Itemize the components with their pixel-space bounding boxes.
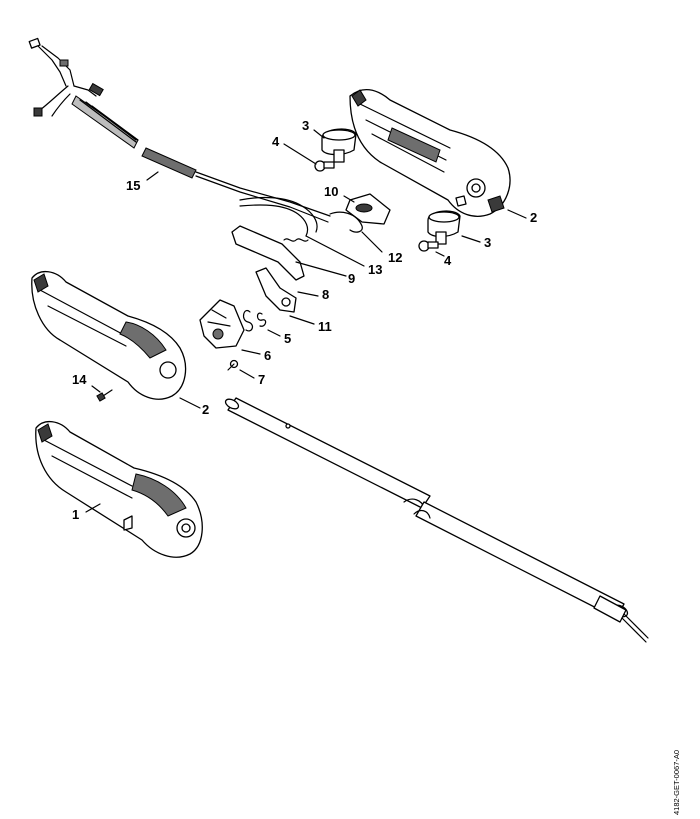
complete-control-handle bbox=[35, 421, 203, 558]
switch-cover bbox=[345, 193, 391, 225]
drive-shaft-tube bbox=[224, 397, 649, 643]
screw-lower bbox=[418, 240, 439, 252]
lever-spring bbox=[256, 312, 267, 327]
label-2-lower: 2 bbox=[202, 402, 209, 417]
housing-screw bbox=[96, 389, 113, 402]
clamp-lower bbox=[427, 210, 461, 245]
label-8: 8 bbox=[322, 287, 329, 302]
label-4-lower: 4 bbox=[444, 253, 452, 268]
handle-housing-lower bbox=[31, 271, 187, 400]
clamp-upper bbox=[321, 128, 357, 163]
handle-housing-upper bbox=[349, 89, 511, 217]
label-12: 12 bbox=[388, 250, 402, 265]
trigger-lock bbox=[199, 299, 245, 349]
leader-lines bbox=[85, 129, 527, 513]
label-10: 10 bbox=[324, 184, 338, 199]
interlock-lever bbox=[255, 267, 297, 313]
part-labels: 15 3 4 2 3 4 10 12 13 9 8 11 5 6 7 14 2 … bbox=[72, 118, 537, 522]
label-6: 6 bbox=[264, 348, 271, 363]
label-5: 5 bbox=[284, 331, 291, 346]
label-1: 1 bbox=[72, 507, 79, 522]
document-code: 4182-GET-0067-A0 bbox=[672, 749, 681, 815]
label-11: 11 bbox=[318, 319, 332, 334]
label-3-lower: 3 bbox=[484, 235, 491, 250]
throttle-trigger bbox=[231, 225, 305, 281]
small-screw bbox=[227, 359, 239, 371]
small-spring bbox=[283, 238, 309, 242]
label-9: 9 bbox=[348, 271, 355, 286]
screw-upper bbox=[314, 160, 335, 172]
label-14: 14 bbox=[72, 372, 87, 387]
wiring-harness-cable bbox=[28, 37, 331, 237]
spring-clip bbox=[329, 211, 363, 233]
label-7: 7 bbox=[258, 372, 265, 387]
return-spring bbox=[242, 310, 254, 332]
label-4-upper: 4 bbox=[272, 134, 280, 149]
label-2-upper: 2 bbox=[530, 210, 537, 225]
label-3-upper: 3 bbox=[302, 118, 309, 133]
label-13: 13 bbox=[368, 262, 382, 277]
label-15: 15 bbox=[126, 178, 140, 193]
